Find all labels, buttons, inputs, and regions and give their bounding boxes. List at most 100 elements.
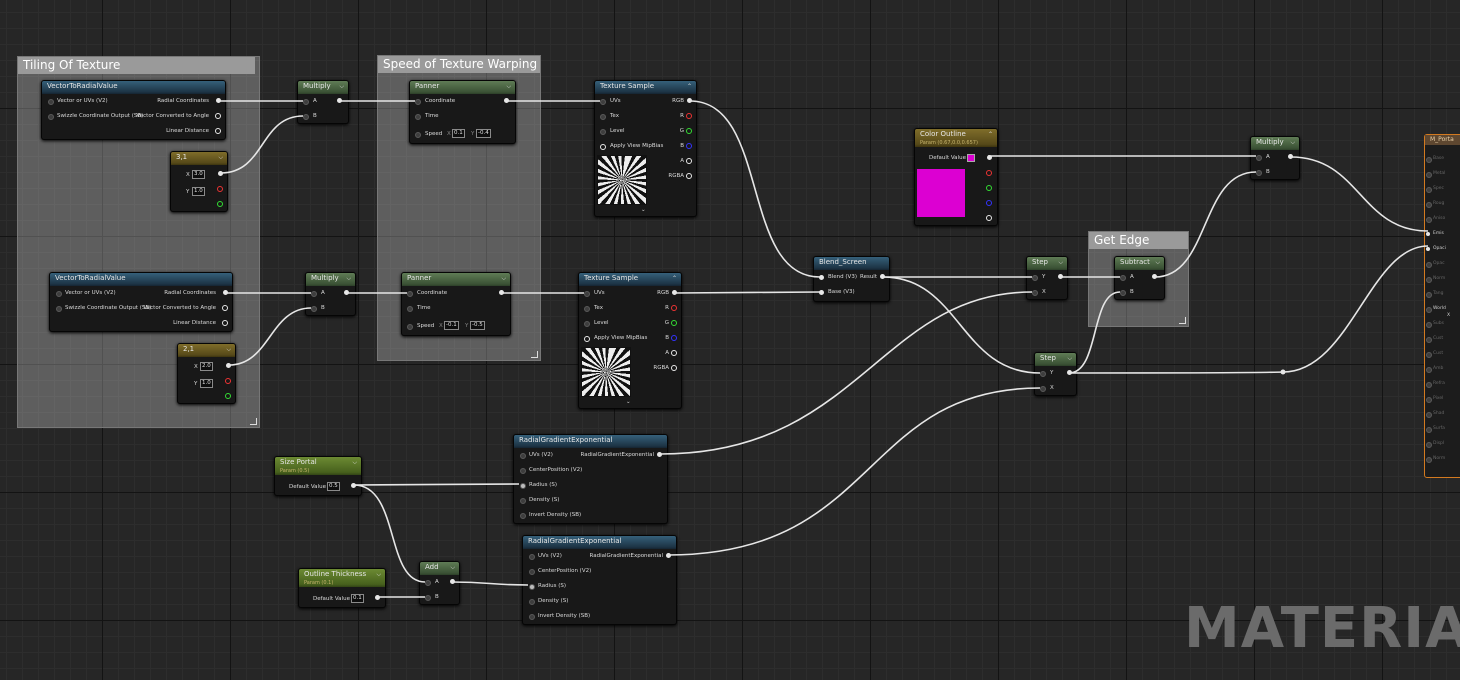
chevron-up-icon[interactable]: ⌃ (686, 83, 692, 90)
material-input-pin[interactable] (1426, 442, 1432, 448)
output-pin[interactable] (499, 290, 504, 295)
node-constant-3-1[interactable]: 3,1⌵ X 3.0 Y 1.0 (170, 151, 228, 212)
resize-handle[interactable] (531, 351, 538, 358)
speed-y-field[interactable]: -0.5 (470, 321, 485, 330)
node-blend-screen[interactable]: Blend_Screen Blend (V3) Base (V3) Result (813, 256, 890, 302)
input-pin[interactable] (584, 321, 590, 327)
output-pin[interactable] (1058, 274, 1063, 279)
material-input-pin[interactable] (1426, 412, 1432, 418)
input-pin[interactable] (407, 291, 413, 297)
node-subtract[interactable]: Subtract⌵ A B (1114, 256, 1165, 300)
input-pin[interactable] (303, 99, 309, 105)
output-pin[interactable] (450, 579, 455, 584)
output-pin[interactable] (337, 98, 342, 103)
output-pin-a[interactable] (986, 215, 992, 221)
output-pin-b[interactable] (986, 200, 992, 206)
output-pin[interactable] (375, 595, 380, 600)
output-pin[interactable] (223, 290, 228, 295)
chevron-down-icon[interactable]: ⌵ (226, 346, 231, 353)
chevron-up-icon[interactable]: ⌃ (671, 275, 677, 282)
input-pin[interactable] (529, 554, 535, 560)
input-pin[interactable] (415, 114, 421, 120)
chevron-down-icon[interactable]: ⌵ (218, 154, 223, 161)
chevron-down-icon[interactable]: ⌵ (1058, 259, 1063, 266)
input-pin[interactable] (584, 336, 590, 342)
material-input-pin[interactable] (1426, 427, 1432, 433)
default-value-field[interactable]: 0.1 (351, 594, 364, 603)
output-pin[interactable] (666, 553, 671, 558)
input-pin[interactable] (520, 498, 526, 504)
x-value-field[interactable]: 3.0 (192, 170, 205, 179)
material-input-pin[interactable] (1426, 217, 1432, 223)
input-pin[interactable] (529, 584, 535, 590)
output-pin-rgba[interactable] (686, 173, 692, 179)
x-value-field[interactable]: 2.0 (200, 362, 213, 371)
node-constant-2-1[interactable]: 2,1⌵ X 2.0 Y 1.0 (177, 343, 236, 404)
input-pin[interactable] (425, 595, 431, 601)
node-add[interactable]: Add⌵ A B (419, 561, 460, 605)
input-pin[interactable] (415, 132, 421, 138)
input-pin[interactable] (1120, 275, 1126, 281)
material-input-pin[interactable] (1426, 157, 1432, 163)
output-pin-r[interactable] (225, 378, 231, 384)
resize-handle[interactable] (1179, 317, 1186, 324)
material-input-pin[interactable] (1426, 367, 1432, 373)
output-pin-g[interactable] (225, 393, 231, 399)
input-pin[interactable] (600, 144, 606, 150)
input-pin[interactable] (1256, 155, 1262, 161)
output-pin-g[interactable] (217, 201, 223, 207)
output-pin-a[interactable] (686, 158, 692, 164)
speed-x-field[interactable]: 0.1 (452, 129, 465, 138)
output-pin[interactable] (987, 155, 992, 160)
input-pin[interactable] (56, 291, 62, 297)
output-pin-g[interactable] (986, 185, 992, 191)
output-pin[interactable] (1288, 154, 1293, 159)
node-vector-to-radial-value-1[interactable]: VectorToRadialValue Vector or UVs (V2) S… (41, 80, 226, 140)
output-pin-rgb[interactable] (672, 290, 677, 295)
output-pin[interactable] (880, 274, 885, 279)
input-pin[interactable] (425, 580, 431, 586)
node-texture-sample-2[interactable]: Texture Sample⌃ UVs Tex Level Apply View… (578, 272, 682, 409)
material-input-pin[interactable] (1426, 247, 1430, 251)
output-pin-g[interactable] (686, 128, 692, 134)
output-pin-r[interactable] (217, 186, 223, 192)
input-pin[interactable] (56, 306, 62, 312)
speed-x-field[interactable]: -0.1 (444, 321, 459, 330)
input-pin[interactable] (600, 129, 606, 135)
input-pin[interactable] (584, 306, 590, 312)
material-input-pin[interactable] (1426, 322, 1432, 328)
output-pin[interactable] (1067, 370, 1072, 375)
output-pin-g[interactable] (671, 320, 677, 326)
output-pin-b[interactable] (671, 335, 677, 341)
output-pin[interactable] (1152, 274, 1157, 279)
output-pin-b[interactable] (686, 143, 692, 149)
input-pin[interactable] (520, 513, 526, 519)
material-input-pin[interactable] (1426, 382, 1432, 388)
chevron-down-icon[interactable]: ⌵ (506, 83, 511, 90)
node-step-2[interactable]: Step⌵ Y X (1034, 352, 1077, 396)
color-swatch[interactable] (967, 154, 975, 162)
input-pin[interactable] (48, 114, 54, 120)
input-pin[interactable] (600, 114, 606, 120)
output-pin[interactable] (215, 113, 221, 119)
input-pin[interactable] (407, 324, 413, 330)
chevron-down-icon[interactable]: ⌵ (450, 564, 455, 571)
input-pin[interactable] (311, 306, 317, 312)
chevron-down-icon[interactable]: ⌵ (1290, 139, 1295, 146)
output-pin[interactable] (218, 171, 223, 176)
default-value-field[interactable]: 0.5 (327, 482, 340, 491)
material-input-pin[interactable] (1426, 292, 1432, 298)
material-input-pin[interactable] (1426, 202, 1432, 208)
chevron-down-icon[interactable]: ⌵ (376, 571, 381, 578)
node-step-1[interactable]: Step⌵ Y X (1026, 256, 1068, 300)
output-pin[interactable] (222, 320, 228, 326)
output-pin-rgb[interactable] (687, 98, 692, 103)
chevron-down-icon[interactable]: ⌄ (641, 207, 646, 213)
output-pin[interactable] (344, 290, 349, 295)
y-value-field[interactable]: 1.0 (200, 379, 213, 388)
output-pin-r[interactable] (986, 170, 992, 176)
input-pin[interactable] (819, 290, 824, 295)
input-pin[interactable] (520, 483, 526, 489)
